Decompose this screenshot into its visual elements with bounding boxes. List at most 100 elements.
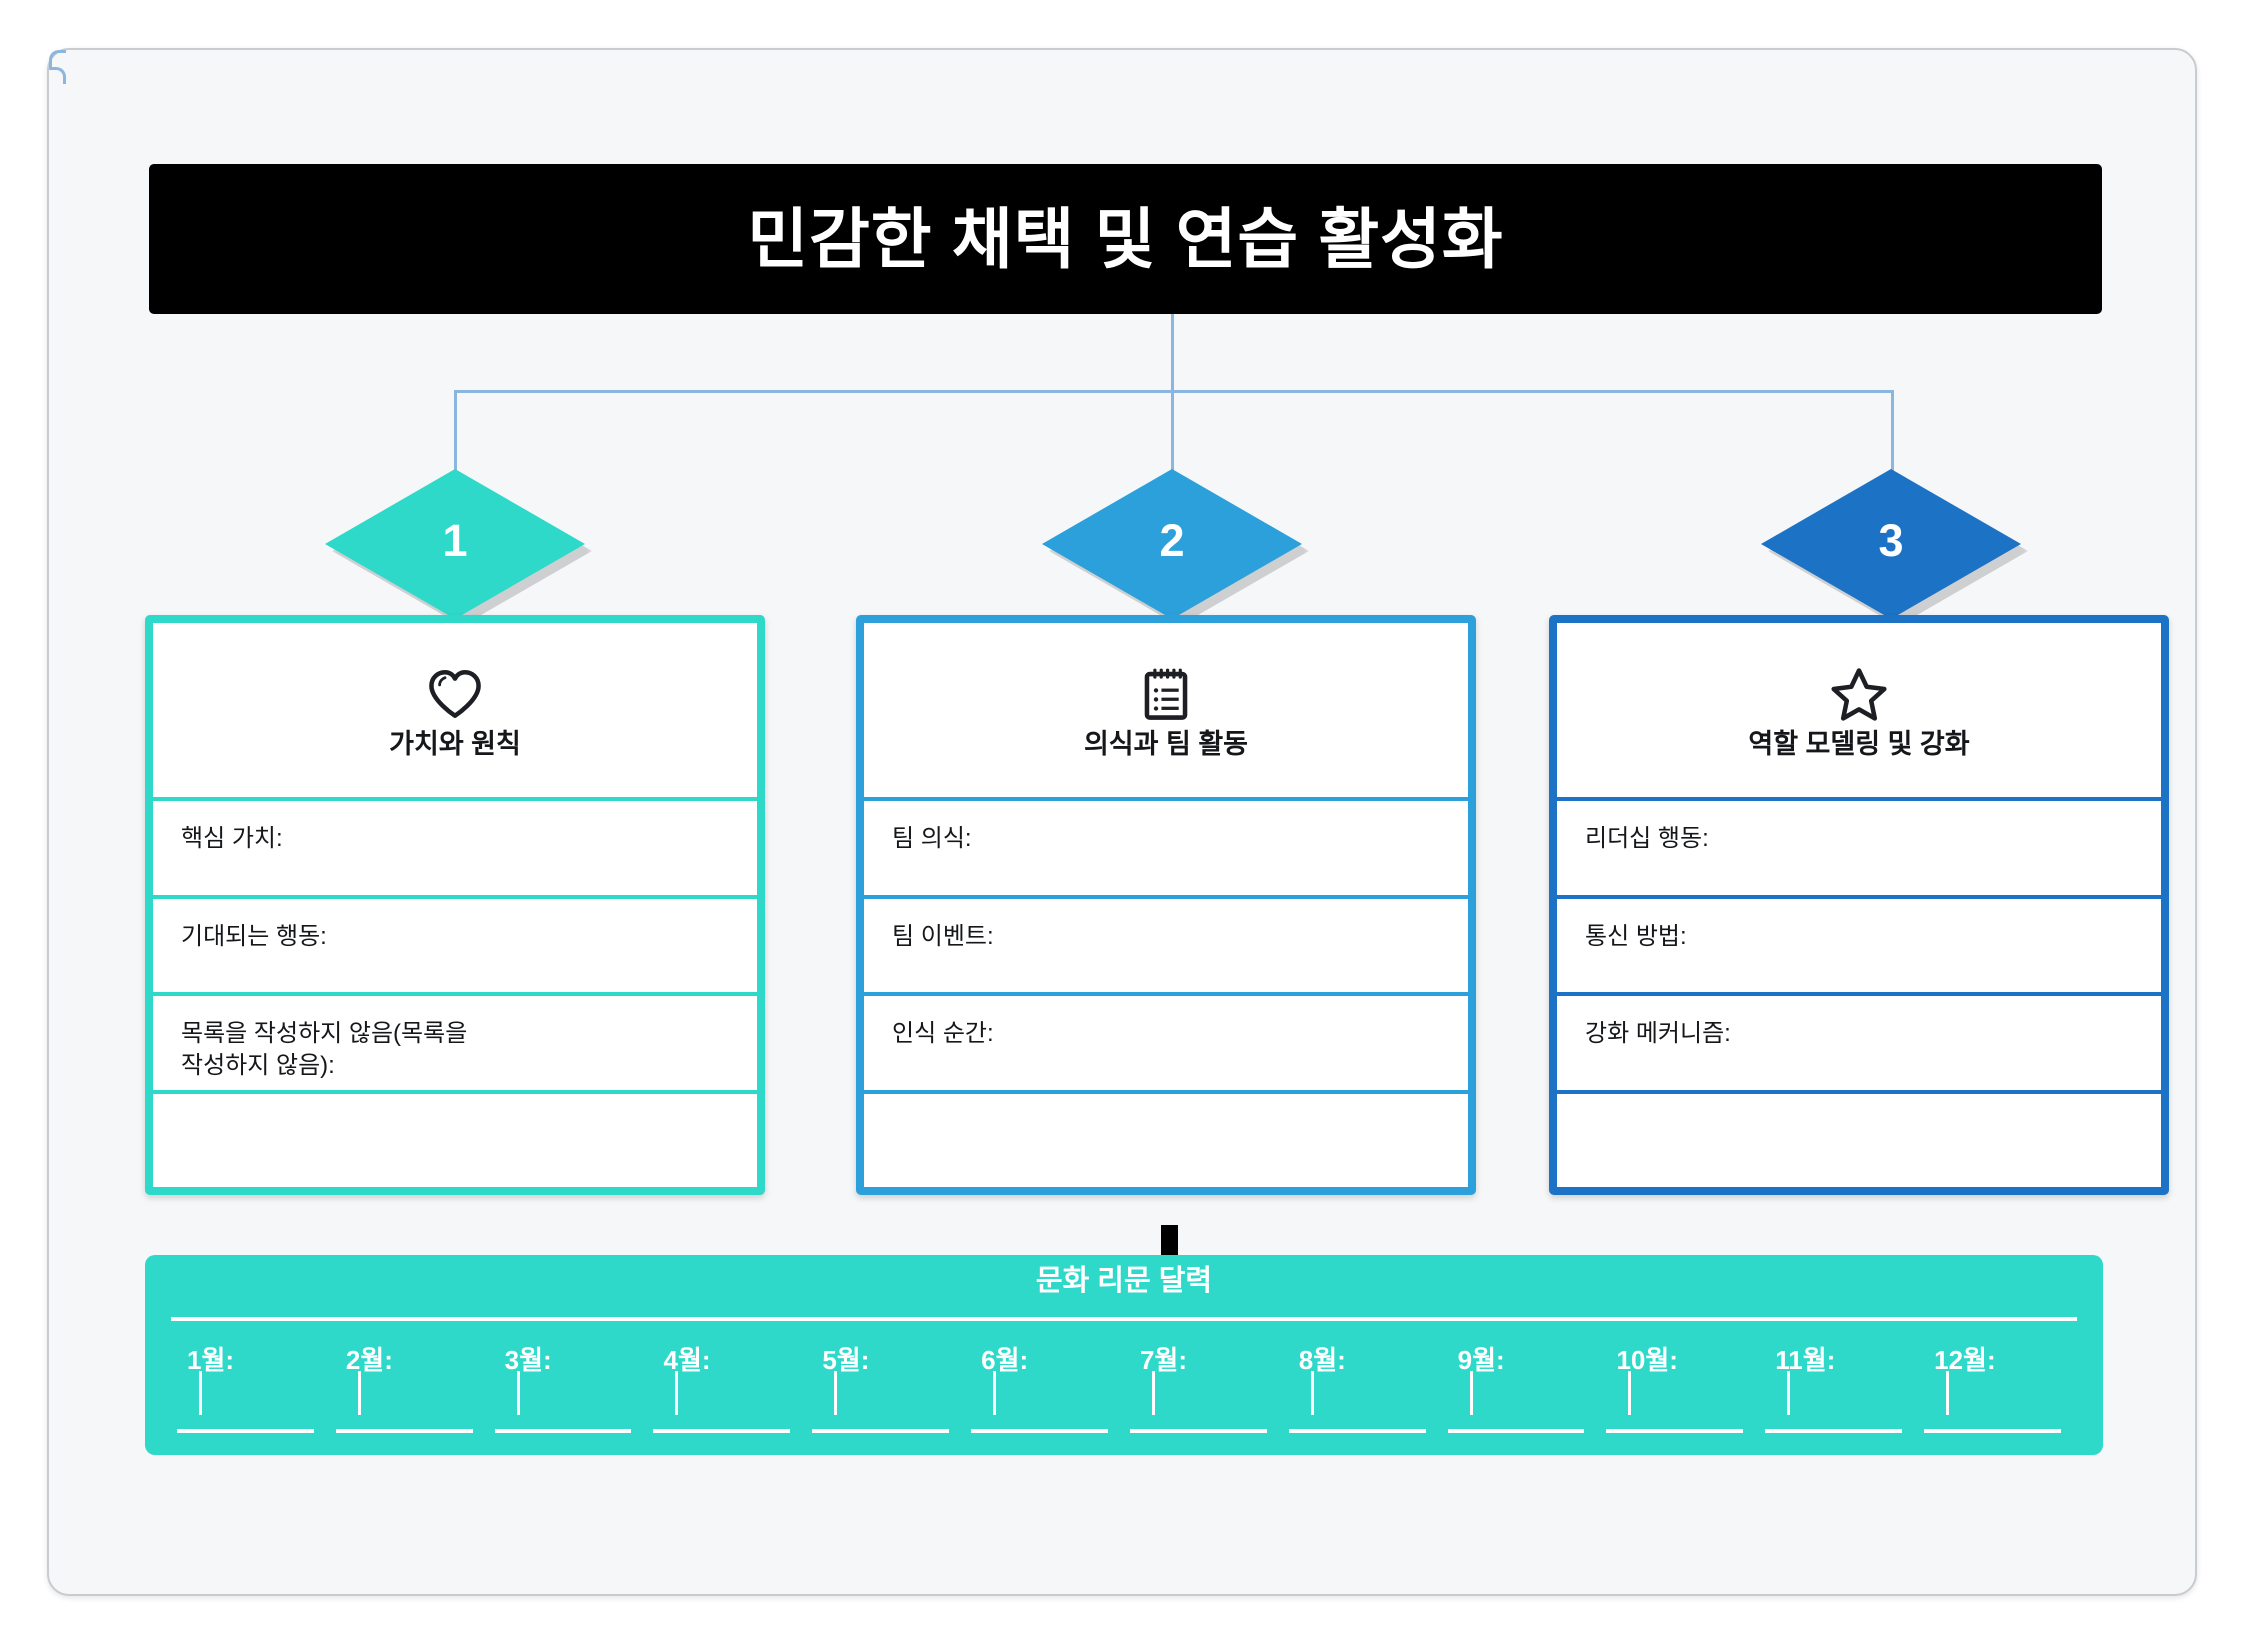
calendar-month-cell[interactable]: 12월:: [1918, 1325, 2077, 1445]
calendar-month-cell[interactable]: 1월:: [171, 1325, 330, 1445]
calendar-months-row: 1월: 2월: 3월: 4월: 5월: 6월: 7월: 8월: 9월: 10월: 11월: 12월:: [171, 1325, 2077, 1445]
step-badge-1: 1: [325, 469, 592, 626]
step-badge-2: 2: [1042, 469, 1309, 626]
worksheet-canvas: 민감한 채택 및 연습 활성화 1 2 3: [47, 48, 2197, 1596]
section-card-1-title: 가치와 원칙: [389, 728, 521, 759]
connector-stem-top: [1171, 314, 1174, 392]
calendar-month-label: 4월:: [663, 1345, 711, 1375]
section-card-1: 가치와 원칙 핵심 가치: 기대되는 행동: 목록을 작성하지 않음(목록을 작…: [145, 615, 765, 1195]
calendar-month-cell[interactable]: 5월:: [806, 1325, 965, 1445]
calendar-title: 문화 리문 달력: [1035, 1265, 1213, 1297]
calendar-month-label: 3월:: [504, 1345, 552, 1375]
section-card-2-row-1-label: 팀 의식:: [892, 825, 972, 852]
calendar-month-label: 2월:: [345, 1345, 393, 1375]
connector-drop-left: [454, 390, 457, 478]
calendar-month-cell[interactable]: 11월:: [1759, 1325, 1918, 1445]
calendar-month-label: 11월:: [1775, 1345, 1836, 1375]
calendar-month-tick: [1469, 1371, 1473, 1415]
calendar-month-cell[interactable]: 7월:: [1124, 1325, 1283, 1445]
section-card-2-inner: 의식과 팀 활동 팀 의식: 팀 이벤트: 인식 순간:: [864, 623, 1468, 1187]
calendar-connector-stub: [1161, 1225, 1178, 1255]
calendar-month-writeline: [971, 1429, 1108, 1433]
section-card-3-row-1-label: 리더십 행동:: [1585, 825, 1709, 852]
section-card-2-row-3[interactable]: 인식 순간:: [864, 996, 1468, 1094]
calendar-month-cell[interactable]: 2월:: [330, 1325, 489, 1445]
calendar-month-writeline: [494, 1429, 632, 1433]
section-card-3-inner: 역할 모델링 및 강화 리더십 행동: 통신 방법: 강화 메커니즘:: [1557, 623, 2161, 1187]
page-title-banner: 민감한 채택 및 연습 활성화: [149, 164, 2102, 314]
section-card-2-title: 의식과 팀 활동: [1083, 728, 1249, 759]
calendar-month-tick: [516, 1371, 520, 1415]
calendar-month-writeline: [1288, 1429, 1426, 1433]
calendar-month-writeline: [812, 1429, 950, 1433]
section-card-2-row-3-label: 인식 순간:: [892, 1020, 994, 1047]
calendar-month-tick: [1310, 1371, 1314, 1415]
calendar-month-cell[interactable]: 8월:: [1283, 1325, 1442, 1445]
calendar-month-label: 12월:: [1934, 1345, 1996, 1375]
notepad-icon: [1135, 663, 1197, 725]
section-card-1-header: 가치와 원칙: [153, 623, 757, 801]
culture-calendar-bar: 문화 리문 달력 1월: 2월: 3월: 4월: 5월: 6월: 7월: 8월: 9월: 10월:…: [145, 1255, 2103, 1455]
calendar-month-label: 8월:: [1298, 1345, 1346, 1375]
calendar-month-cell[interactable]: 10월:: [1600, 1325, 1759, 1445]
section-card-3-row-2[interactable]: 통신 방법:: [1557, 898, 2161, 996]
section-card-1-row-2-label: 기대되는 행동:: [181, 922, 327, 950]
calendar-month-cell[interactable]: 6월:: [965, 1325, 1124, 1445]
step-badge-3-number: 3: [1878, 514, 1904, 566]
connector-corner-right: [49, 67, 66, 84]
star-icon: [1828, 663, 1890, 725]
calendar-month-cell[interactable]: 4월:: [647, 1325, 806, 1445]
calendar-month-cell[interactable]: 9월:: [1442, 1325, 1601, 1445]
calendar-month-tick: [199, 1371, 202, 1415]
connector-drop-right: [1891, 390, 1894, 478]
section-card-1-row-4[interactable]: [153, 1093, 757, 1187]
section-card-2-row-4[interactable]: [864, 1093, 1468, 1187]
calendar-month-tick: [993, 1371, 997, 1415]
step-badge-1-shape: 1: [325, 469, 585, 619]
section-card-3: 역할 모델링 및 강화 리더십 행동: 통신 방법: 강화 메커니즘:: [1549, 615, 2169, 1195]
calendar-month-label: 7월:: [1139, 1345, 1188, 1375]
calendar-month-tick: [1946, 1371, 1950, 1415]
calendar-title-rule: [171, 1317, 2077, 1321]
calendar-month-label: 1월:: [187, 1345, 235, 1375]
calendar-month-writeline: [1606, 1429, 1744, 1433]
section-card-3-row-4[interactable]: [1557, 1093, 2161, 1187]
calendar-month-writeline: [1765, 1429, 1903, 1433]
calendar-month-tick: [357, 1371, 361, 1415]
page-title: 민감한 채택 및 연습 활성화: [747, 202, 1504, 276]
section-card-1-row-3[interactable]: 목록을 작성하지 않음(목록을 작성하지 않음):: [153, 996, 757, 1094]
section-card-2: 의식과 팀 활동 팀 의식: 팀 이벤트: 인식 순간:: [856, 615, 1476, 1195]
calendar-month-tick: [675, 1371, 679, 1415]
section-card-2-row-1[interactable]: 팀 의식:: [864, 801, 1468, 899]
section-card-3-row-1[interactable]: 리더십 행동:: [1557, 801, 2161, 899]
calendar-month-writeline: [1924, 1429, 2061, 1433]
section-card-2-row-2[interactable]: 팀 이벤트:: [864, 898, 1468, 996]
section-card-1-inner: 가치와 원칙 핵심 가치: 기대되는 행동: 목록을 작성하지 않음(목록을 작…: [153, 623, 757, 1187]
calendar-month-tick: [834, 1371, 838, 1415]
calendar-month-writeline: [1447, 1429, 1585, 1433]
step-badge-3-shape: 3: [1761, 469, 2021, 619]
calendar-month-writeline: [177, 1429, 314, 1433]
connector-corner-left: [49, 50, 66, 67]
section-card-1-row-2[interactable]: 기대되는 행동:: [153, 898, 757, 996]
section-card-3-row-2-label: 통신 방법:: [1585, 922, 1687, 950]
section-card-3-header: 역할 모델링 및 강화: [1557, 623, 2161, 801]
heart-icon: [424, 663, 486, 725]
calendar-month-cell[interactable]: 3월:: [489, 1325, 648, 1445]
calendar-month-label: 5월:: [822, 1345, 870, 1375]
step-badge-1-number: 1: [442, 514, 468, 566]
section-card-3-row-3[interactable]: 강화 메커니즘:: [1557, 996, 2161, 1094]
calendar-month-label: 10월:: [1616, 1345, 1678, 1375]
section-card-3-title: 역할 모델링 및 강화: [1748, 728, 1970, 759]
section-card-2-header: 의식과 팀 활동: [864, 623, 1468, 801]
calendar-month-tick: [1787, 1371, 1791, 1415]
connector-drop-middle: [1171, 390, 1174, 478]
step-badge-3: 3: [1761, 469, 2028, 626]
section-card-1-row-1[interactable]: 핵심 가치:: [153, 801, 757, 899]
calendar-month-tick: [1628, 1371, 1632, 1415]
calendar-month-label: 6월:: [981, 1345, 1029, 1375]
section-card-3-row-3-label: 강화 메커니즘:: [1585, 1020, 1731, 1047]
section-card-1-row-3-label: 목록을 작성하지 않음(목록을 작성하지 않음):: [181, 1020, 468, 1080]
step-badge-2-shape: 2: [1042, 469, 1302, 619]
calendar-month-label: 9월:: [1457, 1345, 1505, 1375]
